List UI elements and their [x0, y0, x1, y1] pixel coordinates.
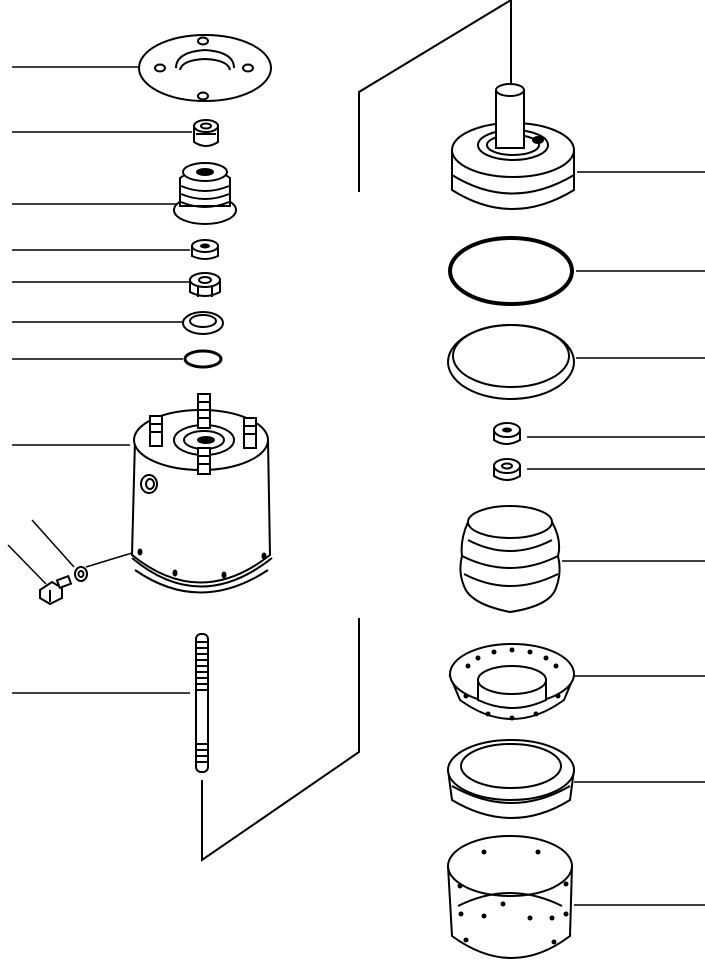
backup-ring: [447, 324, 575, 400]
retainer-holes: [463, 647, 561, 721]
leader-lines-left: [7, 66, 192, 694]
piston-with-rod: [451, 83, 575, 210]
leader-bolt: [7, 544, 47, 585]
perforated-retainer: [448, 643, 576, 721]
lower-bracket-line: [201, 618, 360, 862]
gasket-plate: [138, 34, 272, 102]
ring-seat: [446, 739, 576, 819]
leader-lines-right: [527, 171, 705, 906]
washer-nut-right: [493, 458, 521, 481]
small-nut: [193, 119, 219, 147]
perforated-sleeve: [446, 835, 574, 959]
upper-bracket-line: [358, 0, 512, 192]
leader-lock-washer: [31, 519, 75, 568]
hex-nut-right: [493, 422, 521, 445]
hex-nut: [189, 272, 221, 297]
bellows-cap: [173, 162, 237, 225]
seal-ring: [182, 311, 224, 335]
housing: [130, 393, 273, 594]
leader-housing-flange: [85, 552, 133, 568]
assembly-connection-lines: [201, 0, 512, 862]
sleeve-holes: [457, 849, 569, 945]
threaded-stud: [195, 633, 209, 773]
o-ring: [183, 349, 223, 369]
bellows-boot: [459, 505, 561, 614]
lock-washer: [74, 566, 88, 582]
o-ring-large: [448, 236, 574, 306]
washer-nut: [191, 239, 219, 260]
bolt: [39, 574, 73, 606]
